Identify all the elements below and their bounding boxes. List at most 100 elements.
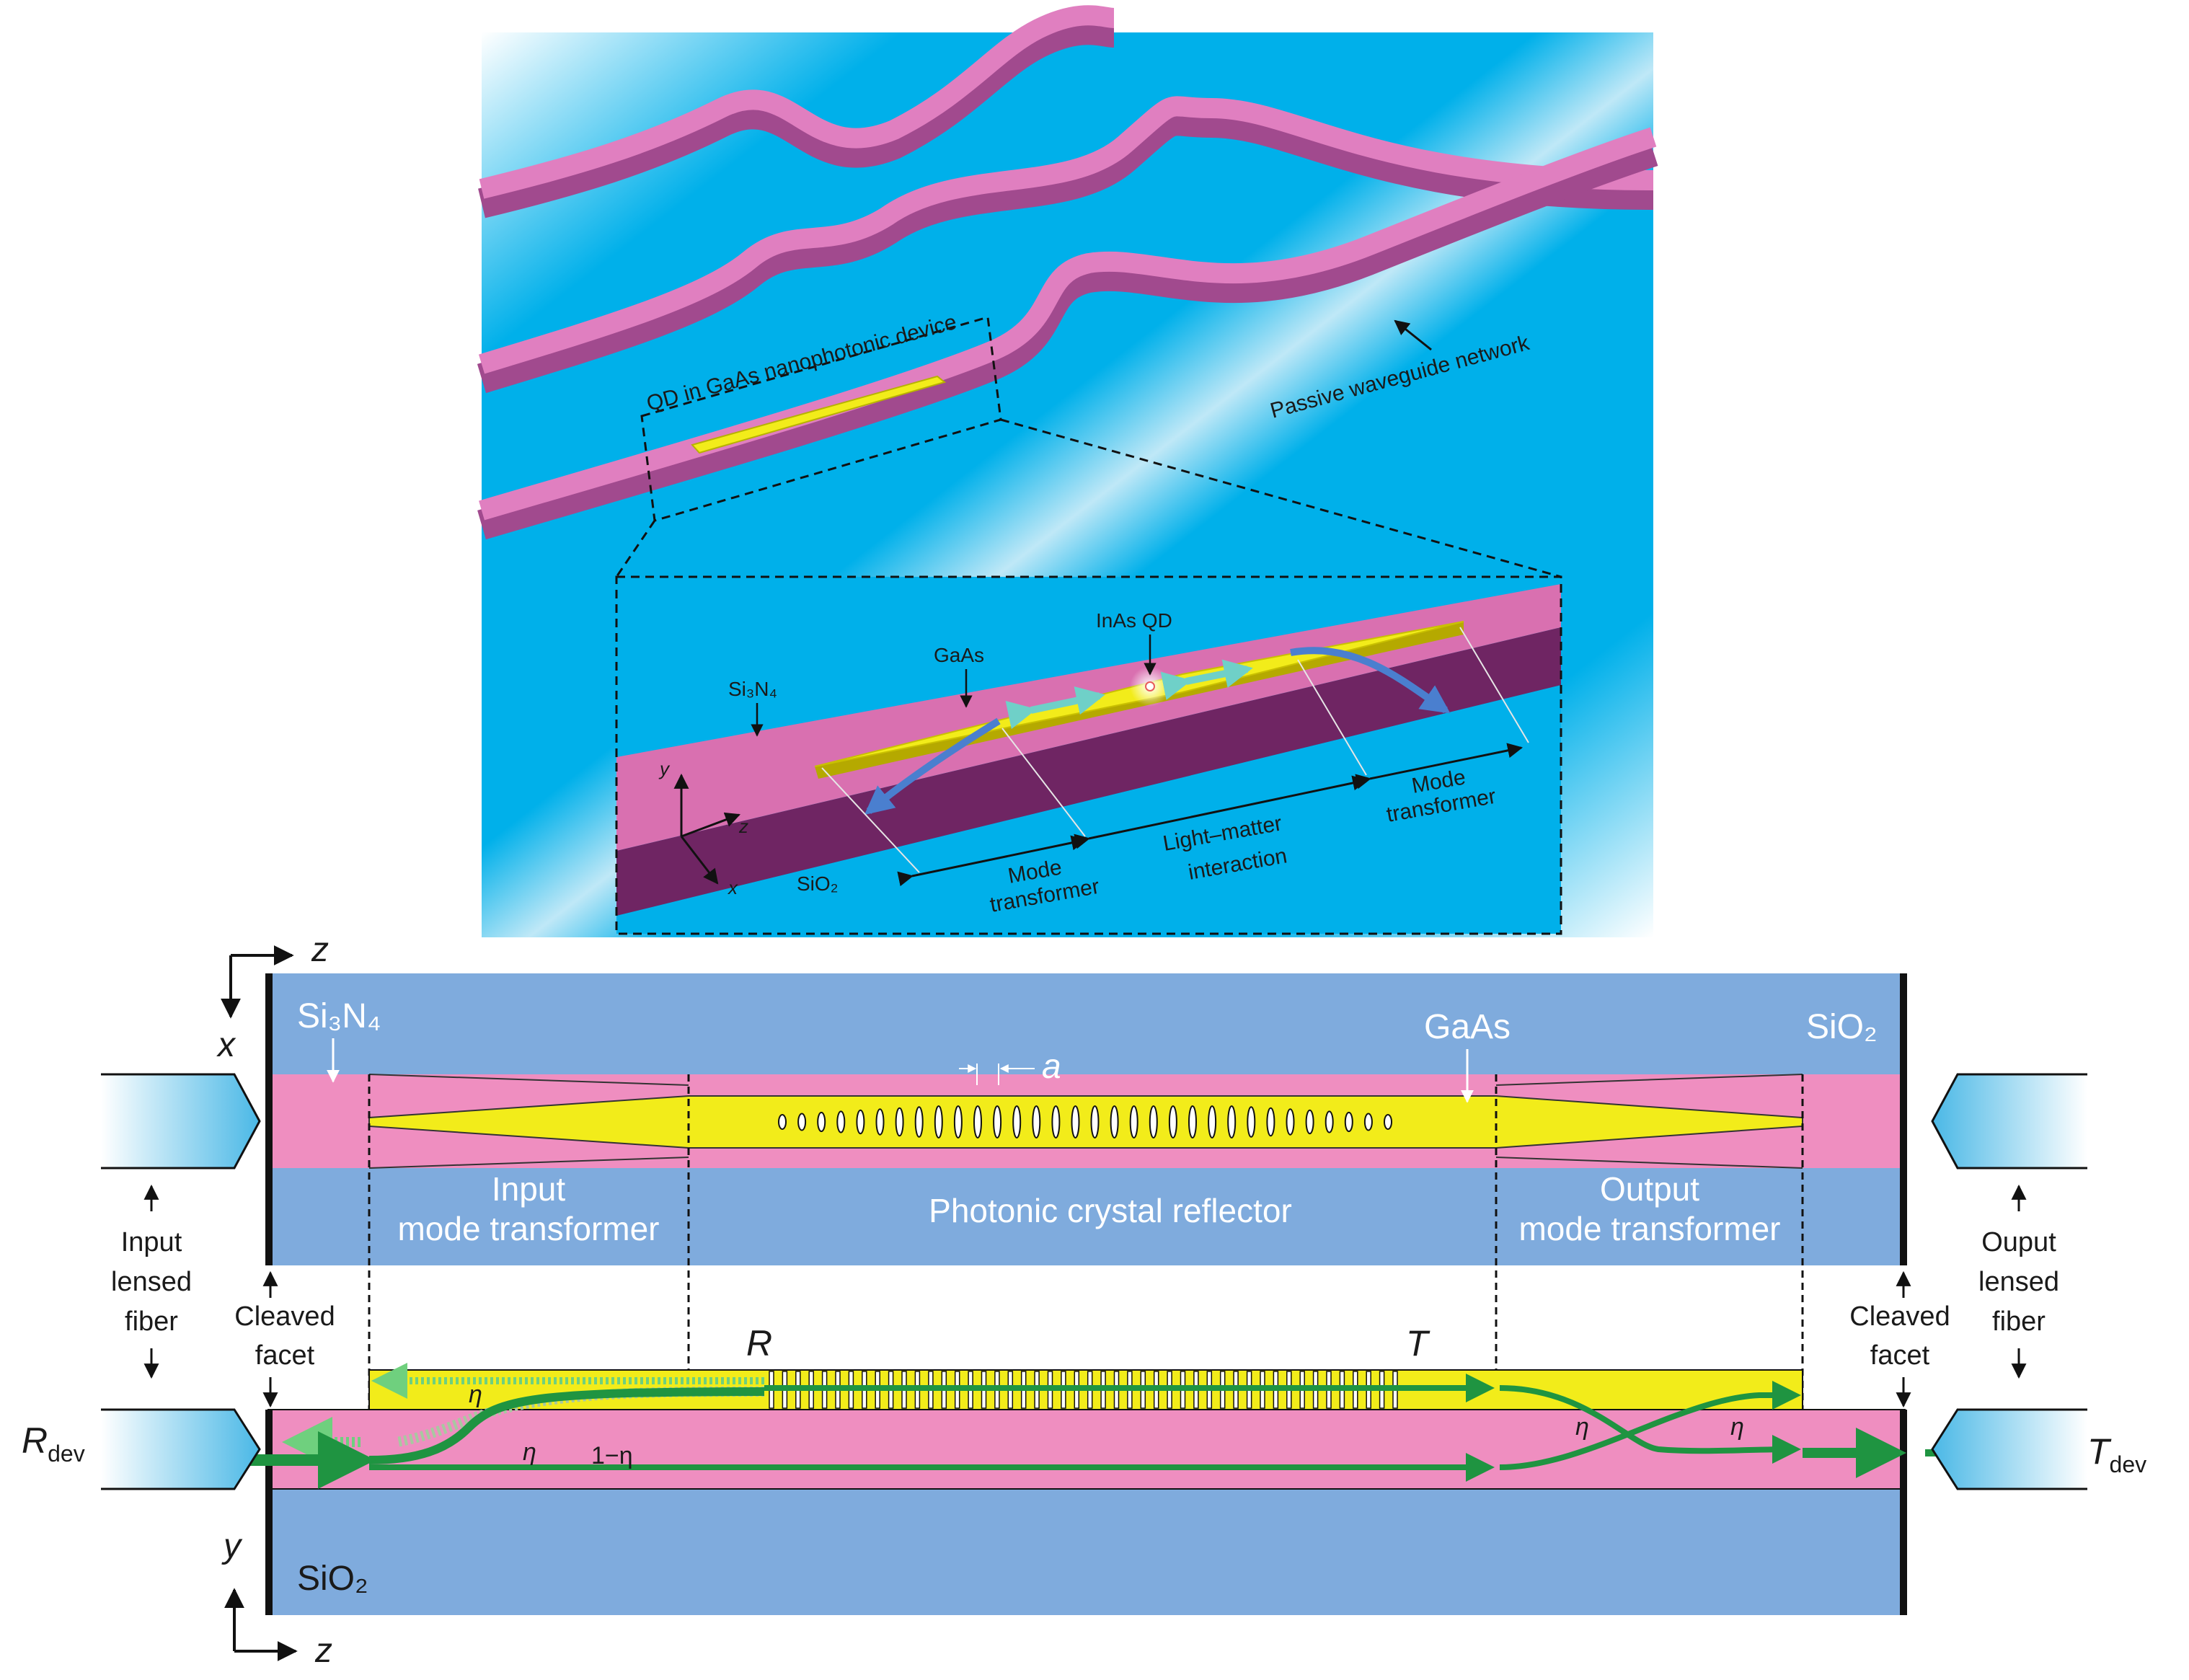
top-sio2-label: SiO₂ (1806, 1008, 1878, 1046)
mode-arrow-left (864, 717, 1001, 815)
phc-hole (817, 1111, 826, 1133)
photonic-crystal-holes (778, 1105, 1392, 1139)
output-fiber-label-2: lensed (1978, 1267, 2059, 1297)
phc-hole (1149, 1105, 1158, 1139)
phc-hole (856, 1109, 865, 1135)
left-facet-bar-top (265, 973, 273, 1265)
phc-hole (1325, 1110, 1334, 1133)
gaas-top-view (368, 1095, 1803, 1149)
phc-hole (1208, 1105, 1217, 1139)
phc-hole (1305, 1109, 1314, 1135)
inset-axis-x: x (727, 877, 738, 898)
inset-si3n4-label: Si₃N₄ (728, 678, 777, 700)
phc-hole (836, 1110, 846, 1133)
phc-hole (797, 1113, 807, 1131)
r-dev-label: Rdev (22, 1420, 85, 1467)
inset-axes (673, 773, 740, 885)
phc-hole (914, 1106, 924, 1138)
phc-hole (1227, 1105, 1237, 1139)
side-axis-y: y (221, 1527, 243, 1565)
input-fiber-side (101, 1410, 260, 1489)
gaas-device-small (691, 375, 947, 454)
input-mode-transformer-2: mode transformer (397, 1210, 659, 1247)
top-view-region-lines (368, 1074, 1804, 1410)
output-mode-transformer-1: Output (1600, 1170, 1699, 1208)
phc-hole (1384, 1114, 1392, 1130)
phc-hole (1188, 1105, 1197, 1139)
waveguide-3-side (477, 137, 1658, 540)
top-gaas-label: GaAs (1424, 1008, 1511, 1046)
top-view-panel: z x Si₃N₄ GaAs SiO₂ a (101, 931, 2087, 1410)
side-labels: Input lensed fiber Cleaved facet Cleaved… (111, 1184, 2059, 1408)
taper-edge-bottom-right (1495, 1157, 1803, 1169)
mode-arrow-1 (1005, 686, 1105, 730)
phc-hole (1344, 1111, 1353, 1133)
input-fiber-label-3: fiber (125, 1307, 178, 1337)
output-fiber-label-1: Ouput (1981, 1227, 2056, 1257)
mode-arrow-2 (1160, 659, 1253, 700)
waveguide-network (477, 5, 1658, 540)
inset-axis-y: y (658, 758, 671, 779)
output-fiber-side (1932, 1410, 2087, 1489)
taper-edge-bottom-left (368, 1157, 689, 1169)
output-mode-transformer-2: mode transformer (1518, 1210, 1780, 1247)
input-fiber-label-1: Input (121, 1227, 182, 1257)
inset-gaas-label: GaAs (934, 644, 984, 666)
output-fiber-top-outline (1931, 1073, 2087, 1170)
one-minus-eta-label: 1−η (591, 1442, 633, 1469)
side-axis-z: z (314, 1632, 332, 1670)
input-mode-transformer-1: Input (492, 1170, 566, 1208)
phc-hole (1129, 1105, 1138, 1139)
top-axis-x: x (216, 1026, 236, 1064)
dim-arrow-2 (1074, 775, 1368, 849)
side-view-panel: R T η η 1−η η η Rdev Tdev SiO₂ y z (22, 1323, 2146, 1670)
inset-axis-z: z (738, 815, 748, 837)
phc-hole (875, 1108, 885, 1136)
qd-dot (1145, 681, 1155, 691)
phc-hole (1090, 1105, 1100, 1139)
eta-label-3: η (1575, 1413, 1589, 1441)
dim-arrow-3 (1355, 743, 1524, 790)
side-sio2-region (268, 1489, 1905, 1615)
right-facet-bar-top (1900, 973, 1907, 1265)
output-fiber-top (1932, 1074, 2087, 1168)
taper-edge-top-right (1495, 1074, 1803, 1086)
phc-hole (1051, 1105, 1061, 1139)
side-si3n4-layer (267, 1409, 1906, 1490)
waveguide-2 (478, 96, 1654, 374)
inset-waveguide-side (616, 627, 1561, 916)
side-sio2-label: SiO₂ (297, 1560, 368, 1598)
inset-inas-qd-label: InAs QD (1096, 609, 1172, 632)
cleaved-facet-left-1: Cleaved (234, 1301, 335, 1332)
side-view-axes (224, 1588, 298, 1661)
output-fiber-side-outline (1931, 1408, 2087, 1490)
output-fiber-label-3: fiber (1992, 1307, 2046, 1337)
right-facet-bar-side (1900, 1410, 1907, 1615)
phc-hole (993, 1105, 1002, 1139)
phc-hole (1168, 1105, 1177, 1139)
phc-hole (1110, 1105, 1119, 1139)
taper-edge-top-left (368, 1074, 689, 1086)
phc-hole (1247, 1106, 1256, 1138)
r-label: R (746, 1323, 772, 1363)
phc-hole (778, 1114, 787, 1130)
waveguide-1 (479, 5, 1115, 199)
t-label: T (1406, 1323, 1430, 1363)
eta-label-4: η (1730, 1413, 1744, 1441)
phc-hole (1071, 1105, 1080, 1139)
zoom-line-right (1000, 418, 1562, 578)
cleaved-facet-right-1: Cleaved (1849, 1301, 1950, 1332)
top-axis-z: z (311, 931, 329, 969)
phc-reflector-label: Photonic crystal reflector (929, 1192, 1292, 1229)
eta-label-2: η (523, 1438, 536, 1466)
output-cross-up (1499, 1381, 1801, 1470)
lattice-label: a (1042, 1048, 1061, 1086)
input-fiber-label-2: lensed (111, 1267, 192, 1297)
input-coupling-up (368, 1387, 765, 1464)
input-fiber-top (101, 1074, 260, 1168)
top-view-axes (221, 945, 294, 1019)
input-fiber-top-outline (101, 1073, 261, 1170)
inset-panel: Mode transformer Light–matter interactio… (615, 575, 1562, 935)
top-si3n4-label: Si₃N₄ (297, 997, 381, 1035)
